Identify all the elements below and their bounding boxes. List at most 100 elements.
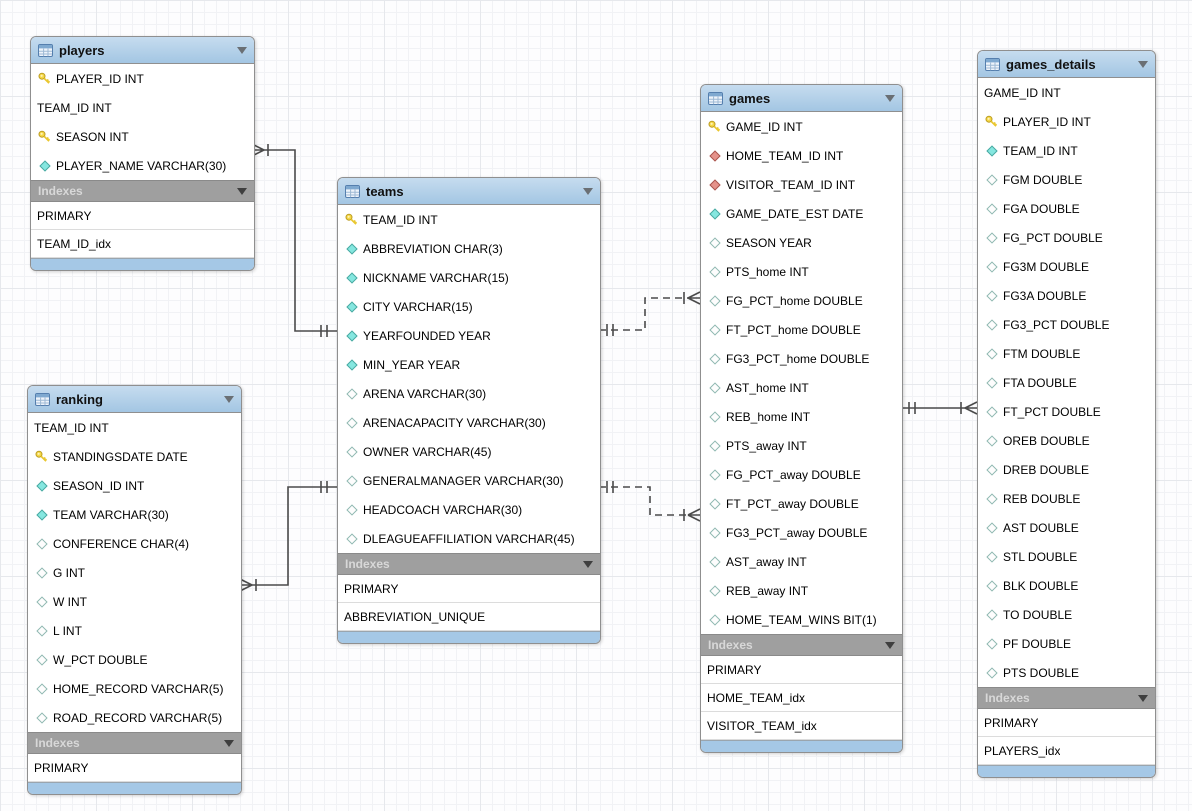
column-row[interactable]: FG3_PCT_away DOUBLE bbox=[701, 518, 902, 547]
column-row[interactable]: HOME_RECORD VARCHAR(5) bbox=[28, 674, 241, 703]
collapse-arrow-icon[interactable] bbox=[583, 187, 593, 195]
column-row[interactable]: GAME_DATE_EST DATE bbox=[701, 199, 902, 228]
column-row[interactable]: GAME_ID INT bbox=[978, 78, 1155, 107]
column-row[interactable]: FT_PCT DOUBLE bbox=[978, 397, 1155, 426]
table-header[interactable]: ranking bbox=[28, 386, 241, 413]
column-row[interactable]: ABBREVIATION CHAR(3) bbox=[338, 234, 600, 263]
column-row[interactable]: HEADCOACH VARCHAR(30) bbox=[338, 495, 600, 524]
column-row[interactable]: FG_PCT DOUBLE bbox=[978, 223, 1155, 252]
column-row[interactable]: HOME_TEAM_ID INT bbox=[701, 141, 902, 170]
column-row[interactable]: TEAM_ID INT bbox=[338, 205, 600, 234]
column-row[interactable]: VISITOR_TEAM_ID INT bbox=[701, 170, 902, 199]
column-row[interactable]: ARENA VARCHAR(30) bbox=[338, 379, 600, 408]
collapse-arrow-icon[interactable] bbox=[1138, 694, 1148, 702]
index-row[interactable]: PRIMARY bbox=[701, 656, 902, 684]
index-row[interactable]: PRIMARY bbox=[978, 709, 1155, 737]
relationship-teams-games-home[interactable] bbox=[599, 291, 701, 336]
column-row[interactable]: FT_PCT_away DOUBLE bbox=[701, 489, 902, 518]
collapse-arrow-icon[interactable] bbox=[224, 395, 234, 403]
column-row[interactable]: ARENACAPACITY VARCHAR(30) bbox=[338, 408, 600, 437]
column-row[interactable]: DLEAGUEAFFILIATION VARCHAR(45) bbox=[338, 524, 600, 553]
relationship-ranking-teams[interactable] bbox=[239, 481, 337, 592]
column-row[interactable]: FTA DOUBLE bbox=[978, 368, 1155, 397]
column-row[interactable]: FT_PCT_home DOUBLE bbox=[701, 315, 902, 344]
column-row[interactable]: FG3A DOUBLE bbox=[978, 281, 1155, 310]
column-row[interactable]: OREB DOUBLE bbox=[978, 426, 1155, 455]
column-row[interactable]: FG3_PCT DOUBLE bbox=[978, 310, 1155, 339]
column-row[interactable]: STL DOUBLE bbox=[978, 542, 1155, 571]
relationship-players-teams[interactable] bbox=[251, 143, 337, 337]
indexes-header[interactable]: Indexes bbox=[338, 553, 600, 575]
index-row[interactable]: ABBREVIATION_UNIQUE bbox=[338, 603, 600, 631]
column-row[interactable]: PLAYER_NAME VARCHAR(30) bbox=[31, 151, 254, 180]
column-row[interactable]: SEASON YEAR bbox=[701, 228, 902, 257]
column-row[interactable]: TEAM_ID INT bbox=[28, 413, 241, 442]
table-header[interactable]: games_details bbox=[978, 51, 1155, 78]
column-row[interactable]: BLK DOUBLE bbox=[978, 571, 1155, 600]
relationship-teams-games-visitor[interactable] bbox=[599, 481, 701, 522]
column-row[interactable]: ROAD_RECORD VARCHAR(5) bbox=[28, 703, 241, 732]
table-header[interactable]: games bbox=[701, 85, 902, 112]
collapse-arrow-icon[interactable] bbox=[1138, 60, 1148, 68]
column-row[interactable]: PF DOUBLE bbox=[978, 629, 1155, 658]
column-row[interactable]: REB_away INT bbox=[701, 576, 902, 605]
column-row[interactable]: G INT bbox=[28, 558, 241, 587]
column-row[interactable]: AST_home INT bbox=[701, 373, 902, 402]
column-row[interactable]: OWNER VARCHAR(45) bbox=[338, 437, 600, 466]
column-row[interactable]: AST DOUBLE bbox=[978, 513, 1155, 542]
column-row[interactable]: L INT bbox=[28, 616, 241, 645]
column-row[interactable]: YEARFOUNDED YEAR bbox=[338, 321, 600, 350]
column-row[interactable]: TEAM_ID INT bbox=[31, 93, 254, 122]
column-row[interactable]: FGA DOUBLE bbox=[978, 194, 1155, 223]
indexes-header[interactable]: Indexes bbox=[701, 634, 902, 656]
collapse-arrow-icon[interactable] bbox=[224, 739, 234, 747]
column-row[interactable]: FTM DOUBLE bbox=[978, 339, 1155, 368]
column-row[interactable]: REB DOUBLE bbox=[978, 484, 1155, 513]
indexes-header[interactable]: Indexes bbox=[978, 687, 1155, 709]
column-row[interactable]: GENERALMANAGER VARCHAR(30) bbox=[338, 466, 600, 495]
column-row[interactable]: REB_home INT bbox=[701, 402, 902, 431]
column-row[interactable]: CONFERENCE CHAR(4) bbox=[28, 529, 241, 558]
column-row[interactable]: TEAM_ID INT bbox=[978, 136, 1155, 165]
index-row[interactable]: HOME_TEAM_idx bbox=[701, 684, 902, 712]
index-row[interactable]: PLAYERS_idx bbox=[978, 737, 1155, 765]
column-row[interactable]: FG3M DOUBLE bbox=[978, 252, 1155, 281]
column-row[interactable]: DREB DOUBLE bbox=[978, 455, 1155, 484]
column-row[interactable]: STANDINGSDATE DATE bbox=[28, 442, 241, 471]
column-row[interactable]: FG_PCT_home DOUBLE bbox=[701, 286, 902, 315]
collapse-arrow-icon[interactable] bbox=[885, 94, 895, 102]
column-row[interactable]: CITY VARCHAR(15) bbox=[338, 292, 600, 321]
column-row[interactable]: TEAM VARCHAR(30) bbox=[28, 500, 241, 529]
collapse-arrow-icon[interactable] bbox=[237, 46, 247, 54]
column-row[interactable]: SEASON_ID INT bbox=[28, 471, 241, 500]
column-row[interactable]: GAME_ID INT bbox=[701, 112, 902, 141]
column-row[interactable]: NICKNAME VARCHAR(15) bbox=[338, 263, 600, 292]
collapse-arrow-icon[interactable] bbox=[583, 560, 593, 568]
column-row[interactable]: PTS_home INT bbox=[701, 257, 902, 286]
column-row[interactable]: HOME_TEAM_WINS BIT(1) bbox=[701, 605, 902, 634]
column-row[interactable]: AST_away INT bbox=[701, 547, 902, 576]
table-header[interactable]: teams bbox=[338, 178, 600, 205]
collapse-arrow-icon[interactable] bbox=[885, 641, 895, 649]
column-row[interactable]: PLAYER_ID INT bbox=[978, 107, 1155, 136]
table-header[interactable]: players bbox=[31, 37, 254, 64]
column-row[interactable]: FGM DOUBLE bbox=[978, 165, 1155, 194]
index-row[interactable]: PRIMARY bbox=[31, 202, 254, 230]
index-row[interactable]: PRIMARY bbox=[338, 575, 600, 603]
column-row[interactable]: W_PCT DOUBLE bbox=[28, 645, 241, 674]
column-row[interactable]: SEASON INT bbox=[31, 122, 254, 151]
column-row[interactable]: TO DOUBLE bbox=[978, 600, 1155, 629]
column-row[interactable]: PTS DOUBLE bbox=[978, 658, 1155, 687]
column-row[interactable]: FG_PCT_away DOUBLE bbox=[701, 460, 902, 489]
column-row[interactable]: PTS_away INT bbox=[701, 431, 902, 460]
column-row[interactable]: MIN_YEAR YEAR bbox=[338, 350, 600, 379]
column-row[interactable]: PLAYER_ID INT bbox=[31, 64, 254, 93]
relationship-games-games_details[interactable] bbox=[901, 401, 978, 415]
collapse-arrow-icon[interactable] bbox=[237, 187, 247, 195]
index-row[interactable]: TEAM_ID_idx bbox=[31, 230, 254, 258]
column-row[interactable]: FG3_PCT_home DOUBLE bbox=[701, 344, 902, 373]
